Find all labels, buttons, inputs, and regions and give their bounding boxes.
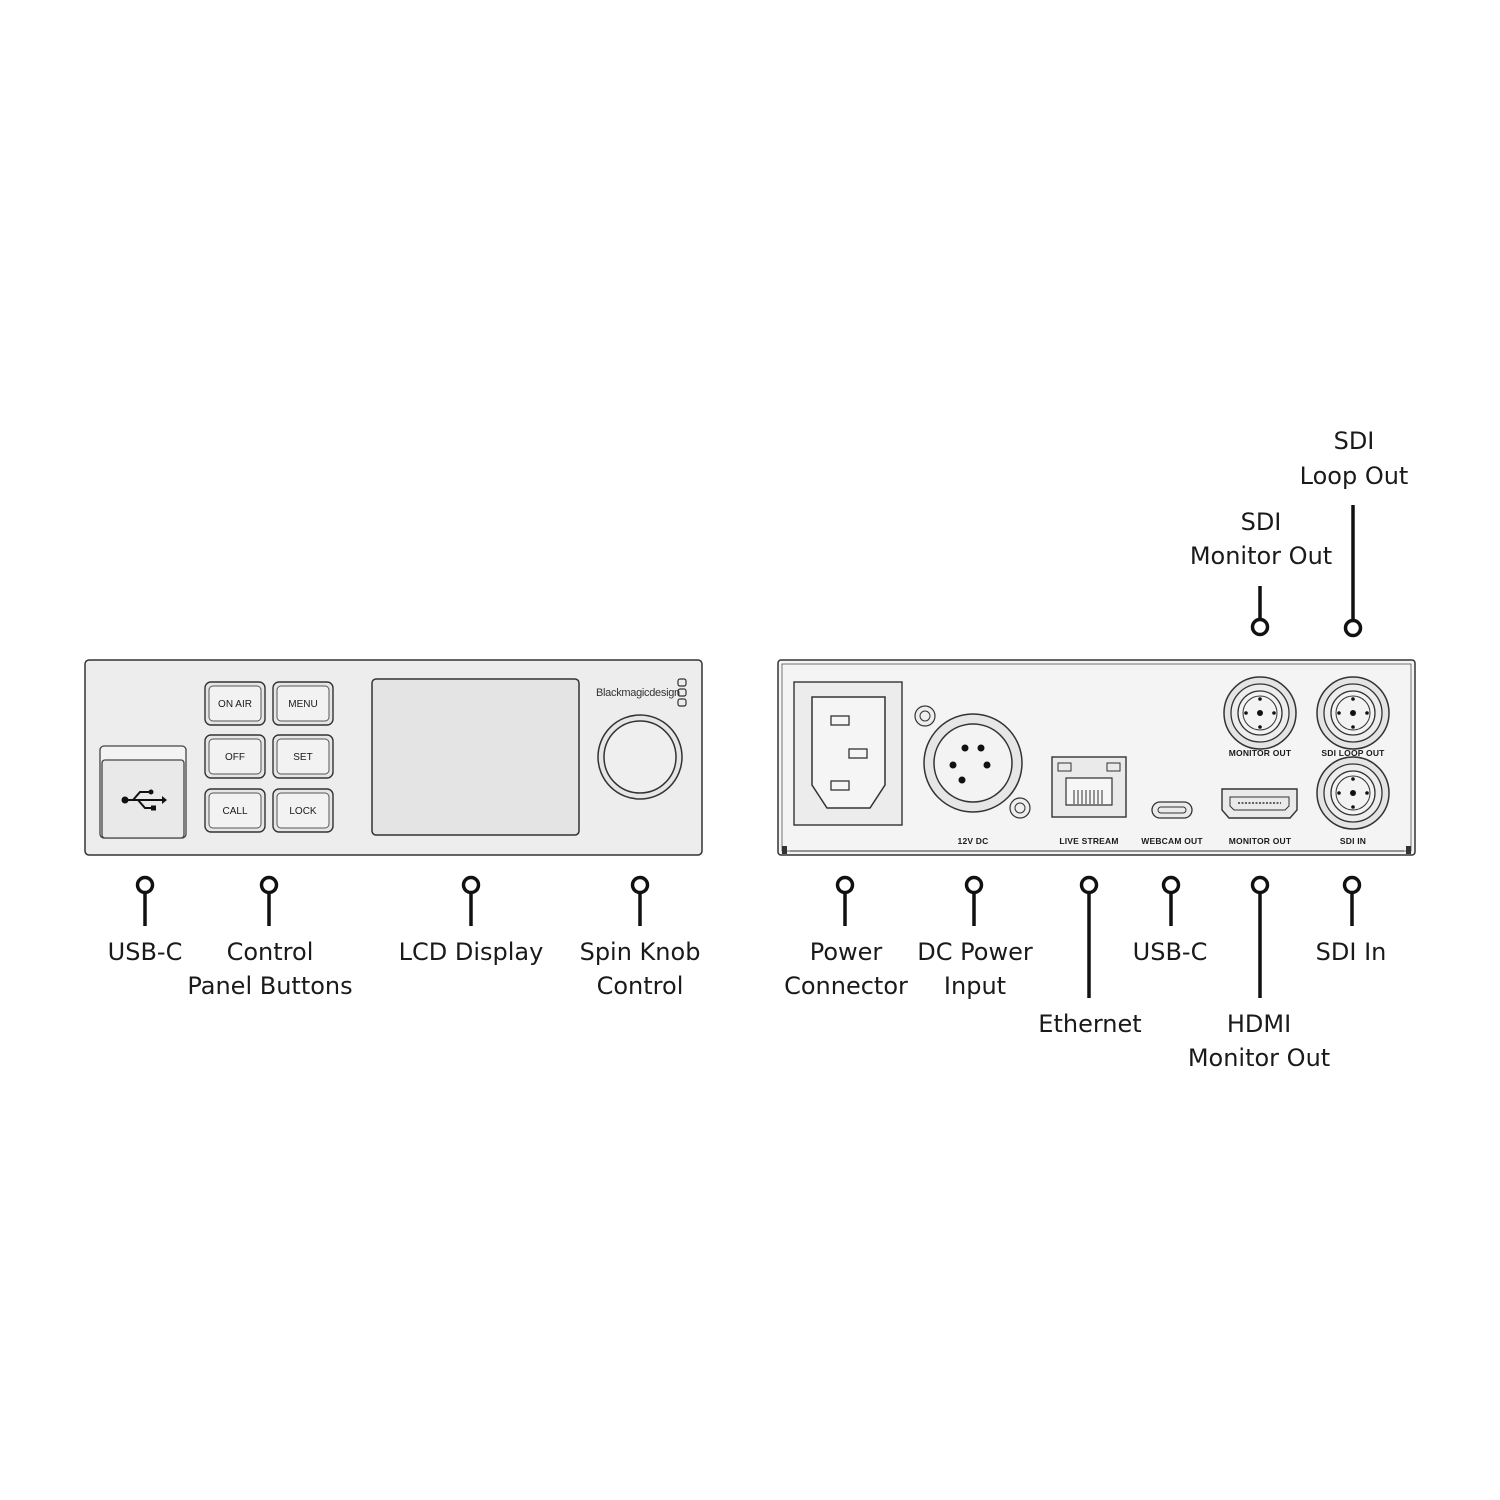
callout-pin [1342, 875, 1362, 926]
callout-sdi-loop-out-1: SDI [1334, 427, 1375, 455]
lock-button[interactable]: LOCK [272, 788, 334, 833]
usb-icon [127, 791, 162, 809]
front-usb-port [99, 745, 187, 839]
callout-ethernet: Ethernet [1038, 1010, 1141, 1038]
callout-hdmi-monitor-out-1: HDMI [1227, 1010, 1291, 1038]
brand-name: Blackmagicdesign [596, 687, 680, 699]
callout-pin [461, 875, 481, 926]
callout-dc-power-input-1: DC Power [917, 938, 1033, 966]
callout-rear-usbc: USB-C [1133, 938, 1208, 966]
callout-pin [259, 875, 279, 926]
callout-pins [135, 505, 1363, 998]
bnc-connector-icon [1316, 676, 1390, 750]
callout-pin [1343, 505, 1363, 638]
iec-power-connector-icon [793, 681, 903, 826]
off-label: OFF [225, 752, 245, 763]
bnc-connector-icon [1223, 676, 1297, 750]
set-label: SET [293, 752, 312, 763]
control-buttons: ON AIR MENU OFF SET CALL [204, 681, 334, 833]
spin-knob-icon[interactable] [597, 714, 683, 800]
callout-lcd-display: LCD Display [399, 938, 544, 966]
on-air-button[interactable]: ON AIR [204, 681, 266, 726]
callout-power-connector-1: Power [810, 938, 883, 966]
callout-control-panel-buttons-2: Panel Buttons [187, 972, 352, 1000]
callout-pin [1161, 875, 1181, 926]
callout-front-usbc: USB-C [108, 938, 183, 966]
callout-sdi-monitor-out-1: SDI [1241, 508, 1282, 536]
callout-sdi-monitor-out-2: Monitor Out [1190, 542, 1332, 570]
callout-dc-power-input-2: Input [944, 972, 1006, 1000]
callout-labels: USB-C Control Panel Buttons LCD Display … [108, 427, 1409, 1072]
usb-c-port-icon [1151, 801, 1193, 819]
lock-label: LOCK [289, 806, 317, 817]
lcd-display [371, 678, 580, 836]
sdi-monitor-out-label: MONITOR OUT [1229, 748, 1292, 758]
ethernet-port-icon [1051, 756, 1127, 818]
front-panel: ON AIR MENU OFF SET CALL [84, 659, 703, 856]
callout-control-panel-buttons-1: Control [227, 938, 314, 966]
callout-pin [630, 875, 650, 926]
rear-panel: 12V DC LIVE STREAM WEBCAM OUT [777, 659, 1416, 856]
callout-spin-knob-1: Spin Knob [580, 938, 701, 966]
live-stream-label: LIVE STREAM [1059, 836, 1118, 846]
sdi-in-label: SDI IN [1340, 836, 1366, 846]
on-air-label: ON AIR [218, 699, 252, 710]
callout-pin [1079, 875, 1099, 998]
callout-power-connector-2: Connector [784, 972, 908, 1000]
bnc-connector-icon [1316, 756, 1390, 830]
sdi-loop-out-label: SDI LOOP OUT [1321, 748, 1385, 758]
call-button[interactable]: CALL [204, 788, 266, 833]
set-button[interactable]: SET [272, 734, 334, 779]
menu-button[interactable]: MENU [272, 681, 334, 726]
callout-pin [835, 875, 855, 926]
off-button[interactable]: OFF [204, 734, 266, 779]
call-label: CALL [222, 806, 247, 817]
callout-pin [1250, 875, 1270, 998]
callout-hdmi-monitor-out-2: Monitor Out [1188, 1044, 1330, 1072]
callout-pin [964, 875, 984, 926]
menu-label: MENU [288, 699, 317, 710]
callout-sdi-loop-out-2: Loop Out [1300, 462, 1409, 490]
xlr-dc-input-icon [914, 705, 1031, 819]
callout-pin [135, 875, 155, 926]
callout-pin [1250, 586, 1270, 637]
hdmi-monitor-out-label: MONITOR OUT [1229, 836, 1292, 846]
blackmagic-logo-icon [677, 678, 687, 707]
callout-spin-knob-2: Control [597, 972, 684, 1000]
hdmi-port-icon [1221, 788, 1298, 819]
callout-sdi-in: SDI In [1316, 938, 1387, 966]
dc-port-label: 12V DC [958, 836, 989, 846]
webcam-out-label: WEBCAM OUT [1141, 836, 1203, 846]
